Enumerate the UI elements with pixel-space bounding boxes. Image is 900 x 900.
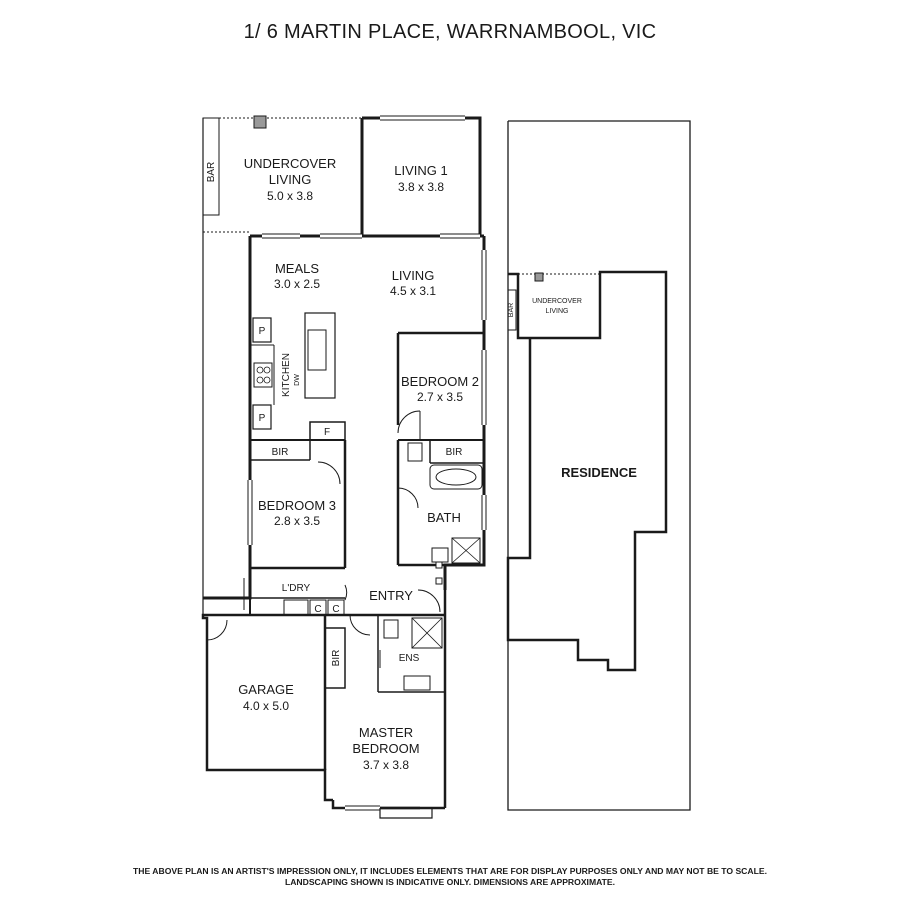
ensuite-label: ENS (399, 653, 420, 664)
site-bar-label: BAR (508, 303, 515, 317)
undercover-living-label-2: LIVING (269, 172, 312, 187)
pantry-label-1: P (259, 326, 266, 337)
living-label: LIVING (392, 268, 435, 283)
site-outline (506, 120, 691, 811)
bar-counter (202, 117, 220, 216)
bedroom2-label: BEDROOM 2 (401, 374, 479, 389)
fridge-label: F (324, 427, 330, 438)
undercover-living-label: UNDERCOVER (244, 156, 336, 171)
cupboard-label-1: C (314, 604, 321, 615)
cupboard-label-2: C (332, 604, 339, 615)
main-dwelling (201, 115, 487, 819)
laundry-label: L'DRY (282, 583, 311, 594)
entry-label: ENTRY (369, 588, 413, 603)
bir-master-label: BIR (331, 650, 342, 667)
meals-label: MEALS (275, 261, 319, 276)
living-dims: 4.5 x 3.1 (390, 284, 436, 298)
disclaimer-line-1: THE ABOVE PLAN IS AN ARTIST'S IMPRESSION… (133, 866, 767, 876)
master-label-1: MASTER (359, 725, 413, 740)
bir-bed2-label: BIR (446, 447, 463, 458)
bar-label: BAR (206, 162, 217, 183)
residence-label: RESIDENCE (561, 465, 637, 480)
living1-dims: 3.8 x 3.8 (398, 180, 444, 194)
master-label-2: BEDROOM (352, 741, 419, 756)
site-undercover-label-2: LIVING (546, 308, 569, 315)
pantry-label-2: P (259, 413, 266, 424)
site-undercover-label-1: UNDERCOVER (532, 298, 582, 305)
plan-title: 1/ 6 MARTIN PLACE, WARRNAMBOOL, VIC (244, 21, 657, 43)
bedroom3-dims: 2.8 x 3.5 (274, 514, 320, 528)
bedroom2-dims: 2.7 x 3.5 (417, 390, 463, 404)
bath-label: BATH (427, 510, 461, 525)
master-dims: 3.7 x 3.8 (363, 758, 409, 772)
bir-bed3-label: BIR (272, 447, 289, 458)
kitchen-label: KITCHEN (281, 353, 292, 397)
disclaimer-line-2: LANDSCAPING SHOWN IS INDICATIVE ONLY. DI… (285, 877, 615, 887)
garage-dims: 4.0 x 5.0 (243, 699, 289, 713)
dishwasher-label: DW (294, 374, 301, 386)
garage-label: GARAGE (238, 682, 294, 697)
room-labels: UNDERCOVER LIVING 5.0 x 3.8 BAR LIVING 1… (206, 156, 637, 772)
living1-label: LIVING 1 (394, 163, 447, 178)
bedroom3-label: BEDROOM 3 (258, 498, 336, 513)
meals-dims: 3.0 x 2.5 (274, 277, 320, 291)
undercover-living-dims: 5.0 x 3.8 (267, 189, 313, 203)
